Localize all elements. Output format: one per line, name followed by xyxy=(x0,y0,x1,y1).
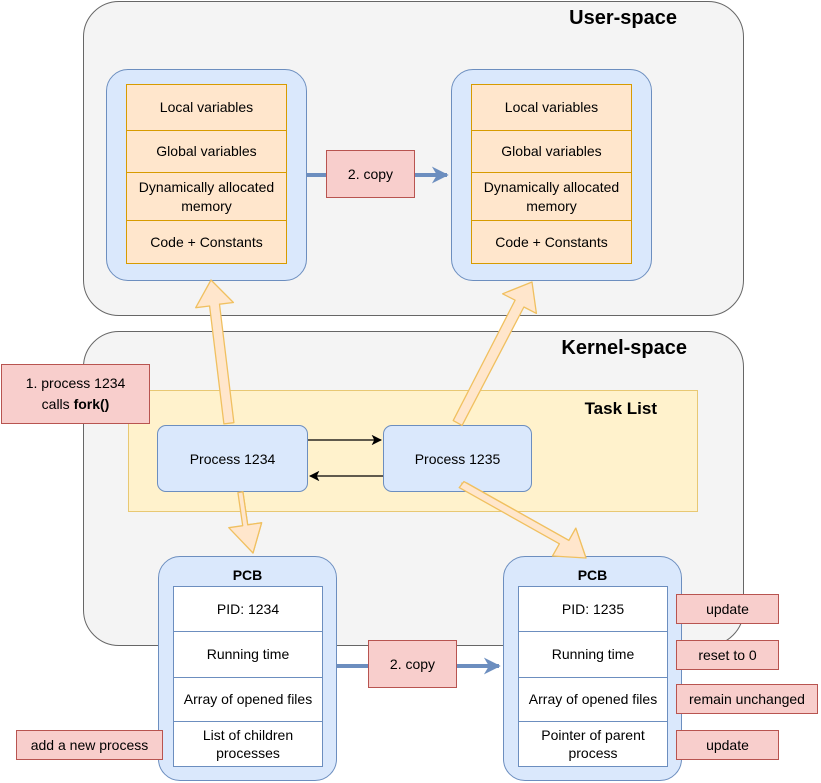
child-memory-code-constants: Code + Constants xyxy=(471,220,632,264)
parent-pointer-update-note: update xyxy=(676,730,779,760)
running-time-reset-note: reset to 0 xyxy=(676,640,779,670)
user-space-title: User-space xyxy=(569,7,677,29)
task-list-title: Task List xyxy=(584,399,657,418)
parent-memory-dynamic-memory: Dynamically allocated memory xyxy=(126,172,287,221)
parent-pcb-running-time: Running time xyxy=(173,631,323,678)
fork-function-name: fork() xyxy=(73,396,110,412)
parent-pcb-children-list: List of children processes xyxy=(173,721,323,767)
add-child-note: add a new process xyxy=(16,730,163,760)
parent-pcb-pid: PID: 1234 xyxy=(173,586,323,632)
parent-memory-global-variables: Global variables xyxy=(126,130,287,173)
parent-to-memory-arrow xyxy=(195,279,235,425)
child-memory-global-variables: Global variables xyxy=(471,130,632,173)
fork-call-note: 1. process 1234 calls fork() xyxy=(1,364,150,424)
memory-copy-note: 2. copy xyxy=(326,150,415,198)
process-1235-node: Process 1235 xyxy=(383,425,532,492)
pid-update-note: update xyxy=(676,594,779,624)
parent-memory-code-constants: Code + Constants xyxy=(126,220,287,264)
fork-note-line1: 1. process 1234 xyxy=(25,375,126,391)
files-unchanged-note: remain unchanged xyxy=(676,684,818,714)
parent-pcb-title: PCB xyxy=(232,567,263,583)
fork-note-line2: calls fork() xyxy=(41,396,110,412)
pcb-copy-note: 2. copy xyxy=(368,640,457,688)
child-to-memory-arrow xyxy=(452,281,538,427)
process-1234-node: Process 1234 xyxy=(157,425,308,492)
child-pcb-parent-pointer: Pointer of parent process xyxy=(518,721,668,767)
child-pcb-title: PCB xyxy=(577,567,608,583)
kernel-space-title: Kernel-space xyxy=(561,337,687,359)
